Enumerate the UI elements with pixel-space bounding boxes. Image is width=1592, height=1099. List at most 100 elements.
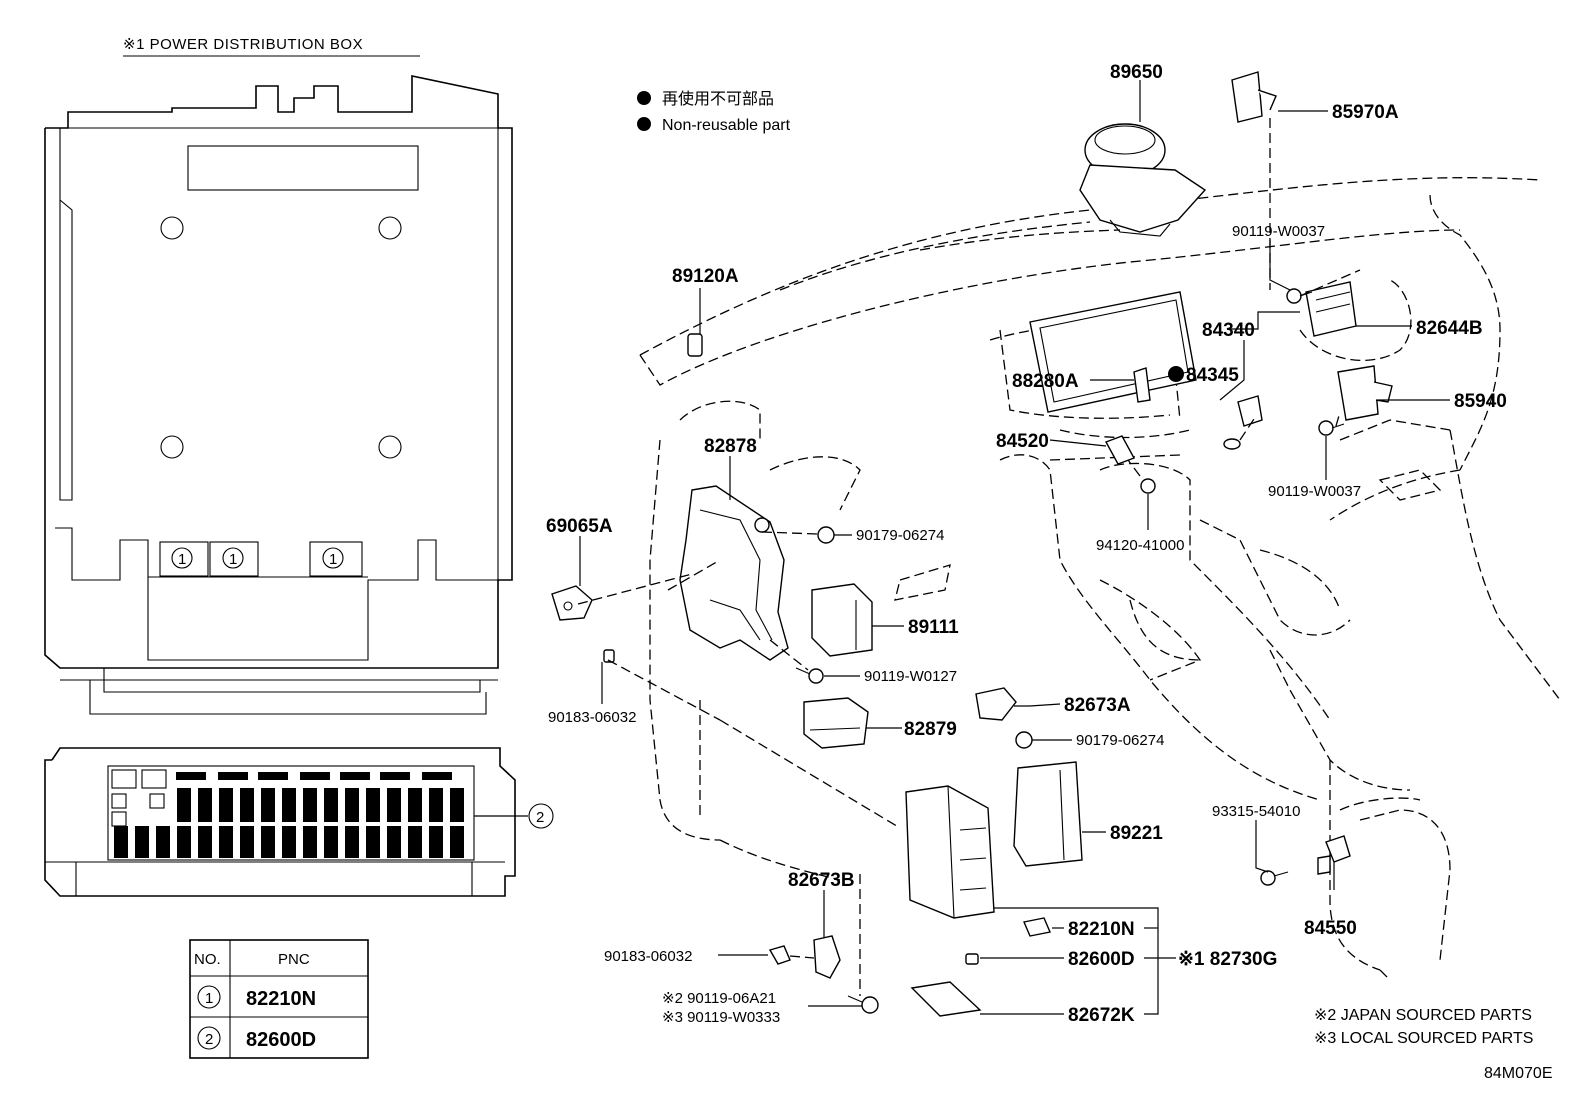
fuse-callout-1	[322, 547, 344, 569]
fuse-callout-1	[222, 547, 244, 569]
fuse-slot	[303, 788, 317, 822]
fuse-slot	[366, 826, 380, 858]
fuse-slot	[198, 826, 212, 858]
label-69065A: 69065A	[546, 516, 613, 537]
legend-jp: 再使用不可部品	[662, 89, 774, 108]
fuse-slot	[387, 788, 401, 822]
nut-90179-06274	[817, 526, 835, 544]
label-82879: 82879	[904, 719, 957, 740]
label-90119-W0333: ※3 90119-W0333	[662, 1009, 780, 1026]
label-82878: 82878	[704, 436, 757, 457]
label-90179-06274: 90179-06274	[856, 527, 944, 544]
bolt-90119-06A21	[847, 995, 879, 1014]
part-display	[1029, 291, 1197, 413]
legend-en: Non-reusable part	[662, 117, 791, 134]
part-84550	[1317, 835, 1351, 875]
label-90183-06032: 90183-06032	[604, 948, 692, 965]
fuse-slot	[450, 826, 464, 858]
fuse-slot	[240, 788, 254, 822]
table-row-no: 1	[205, 990, 213, 1007]
fuse-slot	[345, 826, 359, 858]
label-85940: 85940	[1454, 391, 1507, 412]
label-85970A: 85970A	[1332, 102, 1399, 123]
label-90119-W0127: 90119-W0127	[864, 668, 957, 685]
part-89120A-sensor	[687, 333, 703, 357]
fuse-slot	[198, 788, 212, 822]
part-labels: 89650 85970A 90119-W0037 89120A 84340 82…	[546, 62, 1507, 1026]
fuse-slot	[135, 826, 149, 858]
table-header-no: NO.	[194, 951, 221, 968]
label-94120-41000: 94120-41000	[1096, 537, 1184, 554]
fuse-slot	[177, 826, 191, 858]
label-82600D: 82600D	[1068, 949, 1135, 970]
part-82730G-junction-block	[905, 785, 995, 919]
fuse-callout-2	[528, 803, 554, 829]
non-reusable-bullet-icon	[637, 117, 651, 131]
svg-text:2: 2	[536, 809, 544, 826]
fuse-slot	[345, 788, 359, 822]
mount-hole	[160, 216, 184, 240]
label-84345: 84345	[1186, 365, 1239, 386]
screw-90119-W0127	[795, 667, 824, 684]
fuse-slot	[324, 788, 338, 822]
fuse-slot	[387, 826, 401, 858]
fuse-slot	[408, 826, 422, 858]
label-90119-06A21: ※2 90119-06A21	[662, 990, 776, 1007]
svg-text:1: 1	[178, 551, 186, 568]
label-82644B: 82644B	[1416, 318, 1483, 339]
fuse-slot	[429, 788, 443, 822]
label-90179-06274: 90179-06274	[1076, 732, 1164, 749]
part-82644B	[1299, 279, 1412, 362]
label-90119-W0037: 90119-W0037	[1232, 223, 1325, 240]
power-box-title: ※1 POWER DISTRIBUTION BOX	[123, 36, 363, 53]
power-box-fuse-view: 2	[44, 747, 554, 897]
label-89221: 89221	[1110, 823, 1163, 844]
instrument-panel-outline	[639, 177, 1561, 981]
non-reusable-bullet-icon	[637, 91, 651, 105]
part-82600D	[965, 953, 979, 965]
label-93315-54010: 93315-54010	[1212, 803, 1300, 820]
part-82672K-cover	[910, 981, 982, 1017]
fuse-slot	[450, 788, 464, 822]
mount-hole	[378, 216, 402, 240]
fuse-slot	[177, 788, 191, 822]
fuse-slot	[114, 826, 128, 858]
label-90183-06032: 90183-06032	[548, 709, 636, 726]
part-89221-ecu	[1013, 761, 1083, 867]
clip-90183-06032	[603, 649, 615, 663]
fuse-slot	[219, 826, 233, 858]
legend: 再使用不可部品 Non-reusable part	[637, 89, 791, 134]
fuse-slot	[366, 788, 380, 822]
fuse-slot	[261, 826, 275, 858]
fuse-slot	[156, 826, 170, 858]
svg-text:1: 1	[329, 551, 337, 568]
notes: ※2 JAPAN SOURCED PARTS ※3 LOCAL SOURCED …	[1314, 1007, 1553, 1082]
label-89650: 89650	[1110, 62, 1163, 83]
label-82210N: 82210N	[1068, 919, 1135, 940]
label-82673A: 82673A	[1064, 695, 1131, 716]
nut-90179-06274	[1015, 731, 1033, 749]
fuse-slot	[324, 826, 338, 858]
fuse-slot	[219, 788, 233, 822]
fuse-slot	[240, 826, 254, 858]
table-header-pnc: PNC	[278, 951, 310, 968]
label-90119-W0037: 90119-W0037	[1268, 483, 1361, 500]
label-84340: 84340	[1202, 320, 1255, 341]
part-82673A	[975, 687, 1017, 721]
part-84520	[1104, 435, 1156, 494]
label-plate	[187, 145, 419, 191]
label-89120A: 89120A	[672, 266, 739, 287]
label-89111: 89111	[908, 617, 959, 638]
table-row-no: 2	[205, 1031, 213, 1048]
svg-text:1: 1	[229, 551, 237, 568]
fuse-slot	[303, 826, 317, 858]
pnc-table: NO. PNC 1 82210N 2 82600D	[189, 939, 369, 1059]
fuse-row	[114, 826, 464, 858]
fuse-slot	[282, 788, 296, 822]
part-89650-meter	[1079, 123, 1207, 237]
non-reusable-bullet-icon	[1168, 366, 1184, 382]
screw-93315-54010	[1260, 870, 1289, 886]
label-82673B: 82673B	[788, 870, 855, 891]
table-row-pnc: 82210N	[246, 988, 316, 1010]
